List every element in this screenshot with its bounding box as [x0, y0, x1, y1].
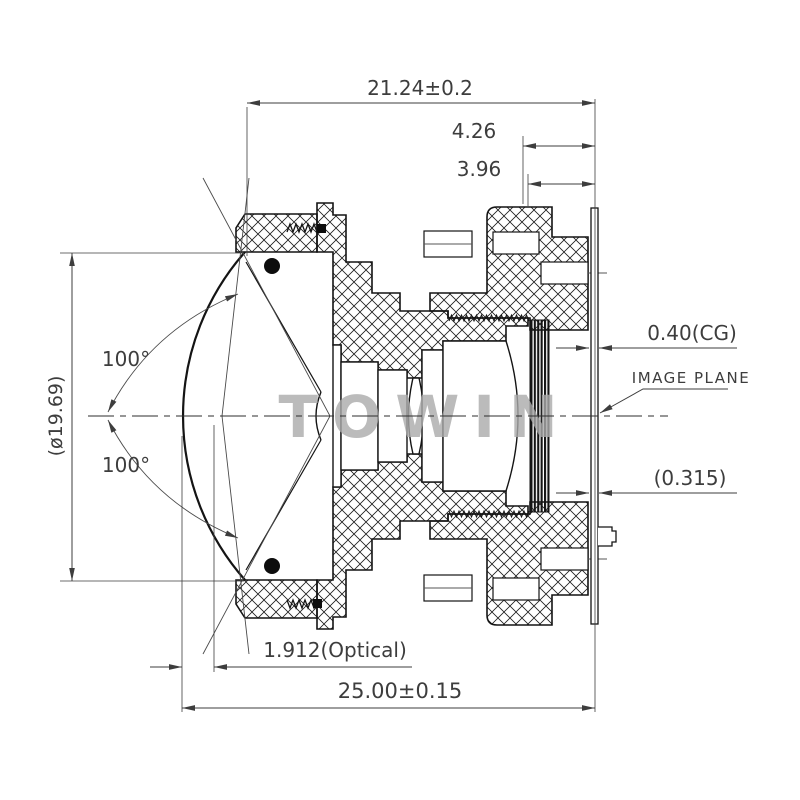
- dimension-lines: [60, 99, 737, 712]
- dome-rear-cone-upper: [245, 261, 322, 393]
- o-ring-bottom: [264, 558, 280, 574]
- seal-square-bottom: [313, 599, 322, 608]
- front-cap-hatch-top: [235, 213, 318, 253]
- fov-arc-upper: [107, 293, 239, 413]
- o-ring-top: [264, 258, 280, 274]
- seal-square-top: [317, 224, 326, 233]
- connector-tab: [598, 526, 617, 547]
- image-plane-label: IMAGE PLANE: [632, 369, 750, 387]
- dim-optical: 1.912(Optical): [263, 638, 407, 662]
- front-cap-hatch-bottom: [235, 579, 318, 619]
- dim-overall-top: 21.24±0.2: [367, 76, 473, 100]
- fine-thread-bottom: [448, 509, 530, 519]
- dim-overall-bottom: 25.00±0.15: [338, 679, 462, 703]
- cap-thread-bottom: [286, 598, 318, 610]
- watermark-text: TOWIN: [279, 383, 572, 451]
- threads: [286, 222, 530, 610]
- cap-thread-top: [286, 222, 318, 234]
- dim-seg-a: 4.26: [452, 119, 497, 143]
- dim-cover-glass: 0.40(CG): [647, 321, 737, 345]
- dim-back-focus: (0.315): [654, 466, 727, 490]
- o-rings: [260, 224, 326, 608]
- fov-label-lower: 100°: [102, 453, 150, 477]
- dome-rear-cone-lower: [245, 439, 322, 571]
- holder-slot-b-bottom: [540, 547, 589, 571]
- dim-seg-b: 3.96: [457, 157, 502, 181]
- fov-arc-lower: [107, 419, 239, 539]
- fov-label-upper: 100°: [102, 347, 150, 371]
- rear-lens-group: [442, 340, 519, 492]
- dimension-texts: 21.24±0.2 4.26 3.96 0.40(CG) IMAGE PLANE…: [45, 76, 750, 703]
- holder-slot-a-bottom: [492, 577, 540, 601]
- holder-hatch-top: [429, 206, 589, 331]
- holder-slot-a-top: [492, 231, 540, 255]
- image-plane-leader: [599, 388, 728, 414]
- fine-thread-top: [448, 313, 530, 323]
- lens-body: [235, 202, 589, 630]
- holder-slot-b-top: [540, 261, 589, 285]
- dim-diameter: (ø19.69): [45, 376, 67, 457]
- holder-hatch-bottom: [429, 501, 589, 626]
